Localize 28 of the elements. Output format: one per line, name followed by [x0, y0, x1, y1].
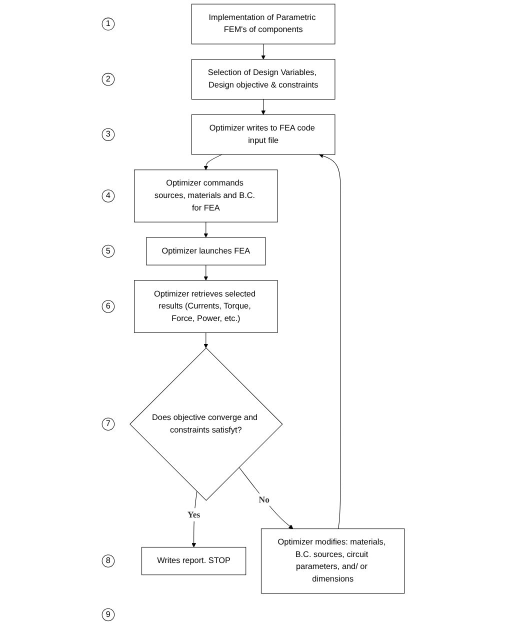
node-circle: 2 — [102, 72, 115, 86]
node-circle: 4 — [102, 190, 115, 202]
node-circle: 1 — [102, 18, 115, 30]
arrow — [204, 154, 222, 170]
arrow — [204, 222, 208, 238]
arrow — [319, 154, 342, 530]
node-box: Writes report. STOP — [142, 546, 246, 576]
edge-label: No — [259, 494, 270, 505]
node-box: Optimizer launches FEA — [146, 237, 266, 266]
arrow — [239, 467, 294, 529]
node-circle: 9 — [102, 608, 115, 622]
arrow — [261, 44, 266, 60]
node-circle: 6 — [102, 300, 115, 313]
node-circle: 7 — [102, 418, 115, 431]
node-box: Optimizer commands sources, materials and B.C. for FEA — [134, 170, 278, 222]
node-circle: 3 — [102, 128, 115, 141]
arrow — [192, 491, 198, 548]
node-box: Optimizer retrieves selected results (Currents, Torque, Force, Power, etc.) — [134, 280, 278, 333]
arrow — [204, 264, 208, 281]
node-circle: 8 — [102, 554, 115, 568]
node-box: Optimizer modifies: materials, B.C. sources, circuit parameters, and/ or dimensions — [261, 528, 405, 594]
node-circle: 5 — [102, 244, 115, 258]
edge-label: Yes — [188, 510, 200, 520]
arrow — [204, 332, 208, 348]
node-box: Selection of Design Variables, Design objective & constraints — [192, 59, 336, 100]
node-box: Implementation of Parametric FEM's of components — [192, 4, 336, 44]
arrow — [261, 99, 266, 115]
node-box: Optimizer writes to FEA code input file — [192, 114, 336, 155]
